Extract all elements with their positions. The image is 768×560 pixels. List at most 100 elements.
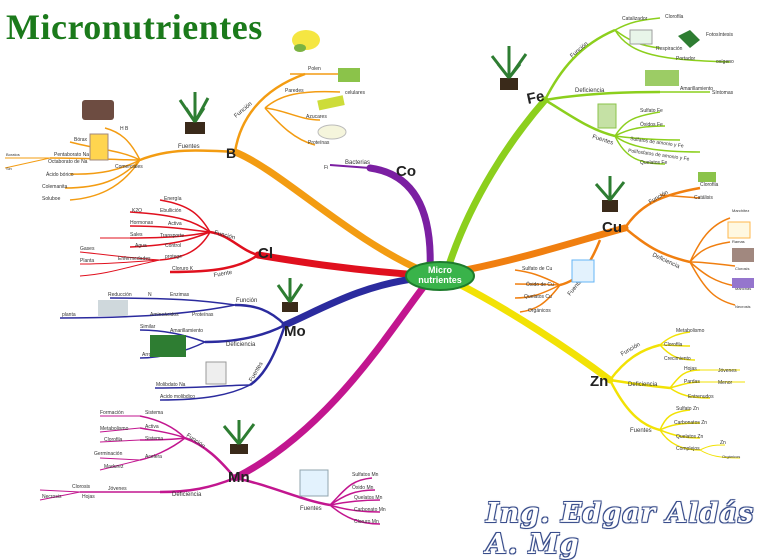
cl-funcion: Función bbox=[213, 230, 235, 241]
b-src-4: Colemanita bbox=[42, 184, 68, 190]
fe-s4: Quelatos Fe bbox=[640, 160, 667, 166]
b-item-2: celulares bbox=[345, 90, 366, 96]
b-src-1: Pentaborato Na bbox=[54, 152, 89, 158]
branch-b: B Función Fuentes Polen Paredes celulare… bbox=[4, 30, 429, 276]
necrosis-image bbox=[732, 278, 754, 288]
b-item-4: Proteínas bbox=[308, 140, 330, 146]
mo-f0: Reducción bbox=[108, 292, 132, 298]
fe-f4: Portador bbox=[676, 56, 696, 62]
mo-funcion: Función bbox=[236, 298, 257, 304]
b-funcion: Función bbox=[233, 101, 253, 119]
b-item-0: Polen bbox=[308, 66, 321, 72]
zn-s1: Carbonatos Zn bbox=[674, 420, 707, 426]
zn-f1: Clorofila bbox=[664, 342, 683, 348]
fe-s1: Óxidos Fe bbox=[640, 121, 663, 128]
b-fuentes: Fuentes bbox=[178, 144, 200, 150]
branch-fe: Fe Función Deficiencia Fuentes Catalizad… bbox=[444, 14, 734, 272]
mn-s4: Cloruro Mn bbox=[354, 519, 379, 525]
fe-deficiencia: Deficiencia bbox=[575, 88, 605, 94]
mn-d1: Necrosis bbox=[42, 494, 62, 500]
co-label: Co bbox=[396, 163, 416, 180]
plant-icon bbox=[594, 176, 626, 212]
mo-f4: Proteínas bbox=[192, 312, 214, 318]
fe-funcion: Función bbox=[569, 41, 589, 59]
product-image bbox=[299, 469, 329, 497]
cu-f0: Clorofila bbox=[700, 182, 719, 188]
mo-s1: Acido molibdico bbox=[160, 394, 195, 400]
center-line1: Micro bbox=[428, 265, 453, 275]
cl-l4: Gases bbox=[80, 246, 95, 252]
mn-f8: Madurez bbox=[104, 464, 124, 470]
zn-f2: Crecimiento bbox=[664, 356, 691, 362]
plant-icon bbox=[222, 420, 256, 454]
zn-d4: Entrenudos bbox=[688, 394, 714, 400]
sugar-image bbox=[317, 124, 347, 140]
cu-s3: Orgánicos bbox=[528, 308, 551, 314]
author-signature: Ing. Edgar Aldás A. Mg bbox=[486, 498, 755, 560]
fe-d0: Amarillamiento bbox=[680, 86, 713, 92]
branch-co: Co Bacterias Fi bbox=[324, 160, 434, 274]
zn-funcion: Función bbox=[620, 342, 641, 358]
fe-f2: Respiración bbox=[656, 46, 683, 52]
b-src-0: Bórax bbox=[74, 137, 88, 143]
b-label: B bbox=[226, 145, 236, 161]
zn-s4: Zn bbox=[720, 440, 726, 446]
mn-f2: Metabolismo bbox=[100, 426, 129, 432]
fe-f5: oxígeno bbox=[716, 59, 734, 65]
product-image bbox=[571, 259, 595, 283]
mn-f3: Activa bbox=[145, 424, 159, 430]
cu-funcion: Función bbox=[648, 190, 669, 206]
plant-icon bbox=[276, 278, 304, 312]
flower-image bbox=[292, 30, 320, 52]
b-src-5: Soluboe bbox=[42, 196, 61, 202]
mn-f7: Acelera bbox=[145, 454, 162, 460]
cl-f6: protege bbox=[165, 254, 182, 260]
mo-d1: Amarillamiento bbox=[170, 328, 203, 334]
mo-label: Mo bbox=[284, 323, 306, 340]
mn-s3: Carbonato Mn bbox=[354, 507, 386, 513]
b-src-6: Comerciales bbox=[115, 164, 143, 170]
zn-fuentes: Fuentes bbox=[630, 428, 652, 434]
zn-s5: Orgánicos bbox=[722, 454, 740, 459]
mn-funcion: Función bbox=[185, 433, 206, 450]
zn-d3: Menor bbox=[718, 380, 733, 386]
cl-label: Cl bbox=[258, 245, 273, 262]
branch-cu: Cu Función Deficiencia Fuentes Clorofila… bbox=[451, 172, 754, 314]
cl-l1: Sales bbox=[130, 232, 143, 238]
cl-f1: Ebullición bbox=[160, 208, 182, 214]
zn-d0: Hojas bbox=[684, 366, 697, 372]
cu-d3: Manchas bbox=[735, 286, 751, 291]
page-title: Micronutrientes bbox=[6, 7, 263, 47]
mn-label: Mn bbox=[228, 469, 250, 486]
leaf-image bbox=[338, 68, 360, 82]
b-src-7: Boratos bbox=[6, 152, 20, 157]
b-src-3: Ácido bórico bbox=[46, 171, 74, 178]
central-node: Micro nutrientes bbox=[405, 261, 475, 291]
cu-d2: Clorosis bbox=[735, 266, 749, 271]
co-sub: Bacterias bbox=[345, 160, 370, 166]
cl-f3: Hormonas bbox=[130, 220, 154, 226]
b-src-2: Octaborato de Na bbox=[48, 159, 88, 165]
leaf-deficiency-image bbox=[150, 335, 186, 357]
branch-cl: Cl Función Fuente Energía Ebullición Act… bbox=[79, 196, 424, 279]
zn-s0: Sulfato Zn bbox=[676, 406, 699, 412]
mo-d0: Similar bbox=[140, 324, 156, 330]
cu-s1: Óxido de Cu bbox=[526, 281, 554, 288]
center-line2: nutrientes bbox=[418, 275, 462, 285]
mn-s2: Quelatos Mn bbox=[354, 495, 383, 501]
mn-f5: Sistema bbox=[145, 436, 163, 442]
branch-zn: Zn Función Deficiencia Fuentes Metabolis… bbox=[451, 278, 745, 459]
b-extra-0: Sin bbox=[6, 166, 12, 171]
mn-s1: Óxido Mn bbox=[352, 484, 374, 491]
mn-f4: Clorofila bbox=[104, 437, 123, 443]
fe-f3: Fotosíntesis bbox=[706, 32, 733, 38]
product-image bbox=[597, 103, 617, 129]
plant-icon bbox=[490, 46, 528, 90]
mn-f0: Formación bbox=[100, 410, 124, 416]
mo-extra: planta bbox=[62, 312, 76, 318]
plant-icon bbox=[178, 92, 210, 134]
fe-d1: Síntomas bbox=[712, 90, 734, 96]
b-item-3: Azucares bbox=[306, 114, 327, 120]
mn-fuentes: Fuentes bbox=[300, 506, 322, 512]
mind-map: Micronutrientes Co Bacterias Fi bbox=[4, 7, 754, 560]
